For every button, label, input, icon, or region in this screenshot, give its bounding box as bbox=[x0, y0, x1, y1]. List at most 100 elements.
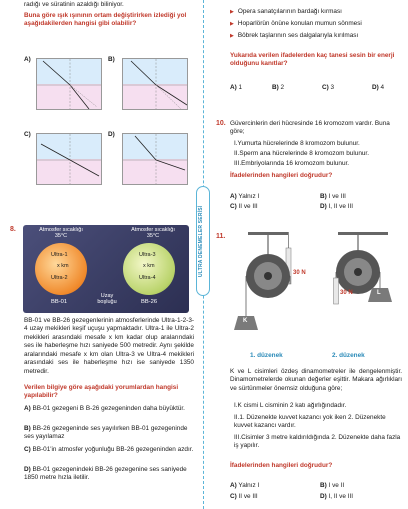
q8-option-b[interactable]: B) BB-26 gezegeninde ses yayılırken BB-0… bbox=[24, 425, 194, 442]
shuttle-ultra3: Ultra-3 bbox=[139, 252, 156, 258]
space-label: Uzay boşluğu bbox=[97, 293, 117, 306]
q10-item: I.Yumurta hücrelerinde 8 kromozom bulunu… bbox=[234, 140, 360, 147]
q11-option-d[interactable]: D) I, II ve III bbox=[320, 493, 353, 500]
q10-intro: Güvercinlerin deri hücresinde 16 kromozo… bbox=[230, 120, 390, 136]
option-a-label[interactable]: A) bbox=[24, 56, 31, 63]
q9-option-c-letter: C) bbox=[322, 84, 329, 91]
shuttle-ultra2: Ultra-2 bbox=[51, 275, 68, 281]
q11-option-c[interactable]: C) II ve III bbox=[230, 493, 258, 500]
side-label-band bbox=[196, 186, 210, 296]
q8-option-a[interactable]: A) BB-01 gezegeni B B-26 gezegeninden da… bbox=[24, 405, 194, 413]
atmosphere-left-label: Atmosfer sıcaklığı 35°C bbox=[39, 227, 83, 240]
q11-option-b-text: I ve II bbox=[328, 482, 345, 489]
q8-option-b-letter: B) bbox=[24, 425, 31, 432]
bullet-item: Hoparlörün önüne konulan mumun sönmesi bbox=[230, 20, 402, 28]
ray-diagram-a bbox=[37, 59, 101, 109]
planet-bb26 bbox=[123, 243, 175, 295]
q8-number: 8. bbox=[10, 226, 16, 233]
setup-1-label: 1. düzenek bbox=[250, 352, 283, 359]
bullet-item: Opera sanatçılarının bardağı kırması bbox=[230, 8, 402, 16]
option-c-label[interactable]: C) bbox=[24, 131, 31, 138]
q10-option-d[interactable]: D) I, II ve III bbox=[320, 203, 353, 210]
q10-option-b[interactable]: B) I ve III bbox=[320, 193, 346, 200]
q9-prompt: Yukarıda verilen ifadelerden kaç tanesi … bbox=[230, 52, 395, 68]
q11-number: 11. bbox=[216, 233, 226, 240]
q8-question: Verilen bilgiye göre aşağıdaki yorumlard… bbox=[24, 384, 179, 400]
force-label-2: 30 N bbox=[340, 290, 353, 296]
q8-option-a-text: BB-01 gezegeni B B-26 gezegeninden daha … bbox=[32, 405, 185, 412]
weight-l bbox=[368, 288, 392, 302]
q11-option-a-letter: A) bbox=[230, 482, 237, 489]
planet-bb01 bbox=[35, 243, 87, 295]
ray-diagram-d bbox=[123, 134, 187, 184]
q9-option-c[interactable]: C) 3 bbox=[322, 84, 334, 91]
q11-option-b-letter: B) bbox=[320, 482, 327, 489]
planet-bb01-label: BB-01 bbox=[51, 299, 68, 305]
xkm-left: x km bbox=[57, 263, 69, 269]
q10-option-d-text: I, II ve III bbox=[328, 203, 354, 210]
option-b-diagram[interactable] bbox=[122, 58, 188, 110]
q9-option-a[interactable]: A) 1 bbox=[230, 84, 242, 91]
q8-option-d-text: BB-01 gezegenindeki BB-26 gezegenine ses… bbox=[24, 466, 187, 482]
q11-option-c-text: II ve III bbox=[238, 493, 258, 500]
pulley-setups bbox=[234, 232, 392, 330]
shuttle-ultra1: Ultra-1 bbox=[51, 252, 68, 258]
q11-item: III.Cisimler 3 metre kaldırıldığında 2. … bbox=[234, 434, 401, 450]
dynamometer-2 bbox=[333, 277, 339, 305]
q10-option-c[interactable]: C) II ve III bbox=[230, 203, 258, 210]
q11-option-d-text: I, II ve III bbox=[328, 493, 354, 500]
weight-k-label: K bbox=[243, 318, 248, 324]
q8-option-d[interactable]: D) BB-01 gezegenindeki BB-26 gezegenine … bbox=[24, 466, 194, 483]
q11-item: II.1. Düzenekte kuvvet kazancı yok iken … bbox=[234, 414, 386, 430]
q11-option-a[interactable]: A) Yalnız I bbox=[230, 482, 259, 489]
xkm-right: x km bbox=[143, 263, 155, 269]
q10-option-c-letter: C) bbox=[230, 203, 237, 210]
q9-option-b[interactable]: B) 2 bbox=[272, 84, 284, 91]
q10-option-c-text: II ve III bbox=[238, 203, 258, 210]
q11-body: K ve L cisimleri özdeş dinamometreler il… bbox=[230, 368, 402, 392]
q9-option-a-letter: A) bbox=[230, 84, 237, 91]
planets-illustration: Atmosfer sıcaklığı 35°C Atmosfer sıcaklı… bbox=[23, 225, 189, 313]
q10-question: İfadelerinden hangileri doğrudur? bbox=[230, 172, 333, 179]
series-side-label: ULTRA DENEMELER SERİSİ bbox=[198, 205, 204, 277]
q11-item: I.K cismi L cisminin 2 katı ağırlığındad… bbox=[234, 402, 347, 409]
q10-item: II.Sperm ana hücrelerinde 8 kromozom bul… bbox=[234, 150, 369, 157]
q11-option-a-text: Yalnız I bbox=[238, 482, 260, 489]
ceiling-1 bbox=[248, 232, 288, 235]
ray-diagram-b bbox=[123, 59, 187, 109]
q11-option-b[interactable]: B) I ve II bbox=[320, 482, 344, 489]
planet-bb26-label: BB-26 bbox=[141, 299, 158, 305]
weight-k bbox=[234, 316, 258, 330]
option-b-label[interactable]: B) bbox=[108, 56, 115, 63]
q9-option-d[interactable]: D) 4 bbox=[372, 84, 384, 91]
setup-2-label: 2. düzenek bbox=[332, 352, 365, 359]
atmosphere-right-label: Atmosfer sıcaklığı 35°C bbox=[131, 227, 175, 240]
q8-option-b-text: BB-26 gezegeninde ses yayılırken BB-01 g… bbox=[24, 425, 188, 441]
ray-diagram-c bbox=[37, 134, 101, 184]
q9-option-d-text: 4 bbox=[380, 84, 385, 91]
q11-option-c-letter: C) bbox=[230, 493, 237, 500]
weight-l-label: L bbox=[377, 290, 381, 296]
q10-option-a[interactable]: A) Yalnız I bbox=[230, 193, 259, 200]
q7-continued-text: radığı ve süratinin azaldığı biliniyor. bbox=[24, 1, 124, 8]
q8-option-d-letter: D) bbox=[24, 466, 31, 473]
option-d-diagram[interactable] bbox=[122, 133, 188, 185]
q10-option-a-text: Yalnız I bbox=[238, 193, 260, 200]
q7-prompt: Buna göre ışık ışınının ortam değiştirir… bbox=[24, 12, 187, 28]
q11-option-d-letter: D) bbox=[320, 493, 327, 500]
shuttle-ultra4: Ultra-4 bbox=[139, 275, 156, 281]
q10-option-b-text: I ve III bbox=[328, 193, 346, 200]
option-a-diagram[interactable] bbox=[36, 58, 102, 110]
q8-option-c[interactable]: C) BB-01'in atmosfer yoğunluğu BB-26 gez… bbox=[24, 446, 194, 454]
q10-number: 10. bbox=[216, 120, 226, 127]
option-c-diagram[interactable] bbox=[36, 133, 102, 185]
q10-option-d-letter: D) bbox=[320, 203, 327, 210]
q10-option-b-letter: B) bbox=[320, 193, 327, 200]
q8-body: BB-01 ve BB-26 gezegenlerinin atmosferle… bbox=[24, 317, 194, 375]
q9-option-c-text: 3 bbox=[330, 84, 335, 91]
q10-option-a-letter: A) bbox=[230, 193, 237, 200]
option-d-label[interactable]: D) bbox=[108, 131, 115, 138]
q11-question: İfadelerinden hangileri doğrudur? bbox=[230, 462, 333, 469]
q9-option-d-letter: D) bbox=[372, 84, 379, 91]
q9-option-a-text: 1 bbox=[238, 84, 243, 91]
